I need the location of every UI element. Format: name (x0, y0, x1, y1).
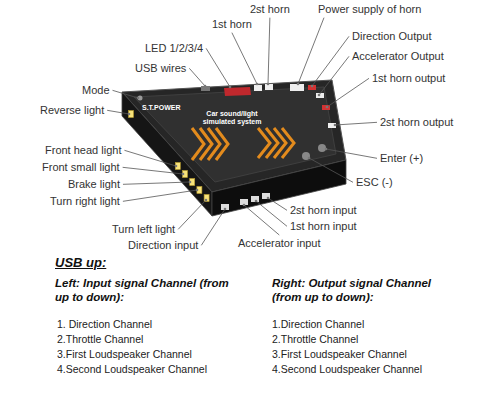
channel-item: 1. Direction Channel (57, 318, 152, 330)
leader-line (178, 200, 206, 229)
led-lights (129, 111, 210, 202)
leader-dot (267, 197, 270, 200)
leader-dot (325, 148, 328, 151)
leader-dot (137, 97, 140, 100)
callout-label: ESC (-) (356, 176, 393, 189)
enter-button (318, 144, 326, 152)
leader-line (123, 190, 197, 201)
column-heading: Left: Input signal Channel (from up to d… (55, 276, 245, 305)
callout-label: 1st horn (212, 18, 252, 31)
leader-line (312, 36, 349, 86)
header-socket (265, 84, 273, 90)
chevron-pattern (192, 128, 294, 160)
channel-item: 4.Second Loudspeaker Channel (272, 363, 422, 375)
leader-dot (297, 83, 300, 86)
leader-dot (175, 165, 178, 168)
leader-dot (196, 189, 199, 192)
callout-label: Brake light (68, 178, 120, 191)
leader-line (201, 209, 225, 245)
leader-dot (243, 204, 246, 207)
leader-line (123, 167, 183, 174)
channel-item: 1.Direction Channel (272, 318, 364, 330)
leader-dot (311, 85, 314, 88)
leader-line (256, 201, 287, 226)
leader-line (335, 122, 377, 125)
led-display (224, 87, 251, 96)
device-print: S.T.POWER (142, 104, 181, 112)
leader-line (268, 198, 287, 210)
callout-label: 1st horn output (372, 72, 445, 85)
callout-label: 2st horn input (290, 204, 357, 217)
leader-line (206, 48, 230, 87)
leader-line (123, 182, 190, 184)
leader-line (326, 149, 377, 158)
leader-dot (229, 86, 232, 89)
leader-line (268, 18, 270, 84)
callout-label: USB wires (135, 62, 186, 75)
leader-line (124, 150, 176, 166)
power-socket (290, 84, 304, 91)
callout-label: Enter (+) (380, 152, 423, 165)
leader-line (232, 33, 257, 84)
callout-label: 1st horn input (290, 220, 357, 233)
channel-item: 3.First Loudspeaker Channel (272, 348, 407, 360)
callout-label: Reverse light (40, 104, 104, 117)
leader-dot (256, 83, 259, 86)
leader-line (107, 110, 129, 114)
callout-label: Turn left light (112, 223, 175, 236)
channel-item: 4.Second Loudspeaker Channel (57, 363, 207, 375)
channel-item: 3.First Loudspeaker Channel (57, 348, 192, 360)
leader-line (244, 205, 279, 235)
callout-label: Direction input (128, 239, 198, 252)
callout-label: Mode (82, 84, 110, 97)
input-connectors (221, 193, 270, 210)
mode-button (138, 96, 143, 101)
device-print: Car sound/light simulated system (201, 110, 263, 127)
callout-label: Front head light (45, 144, 121, 157)
leader-dot (128, 113, 131, 116)
leader-line (298, 18, 324, 84)
leader-dot (326, 106, 329, 109)
leader-dot (255, 200, 258, 203)
callout-label: Turn right light (50, 195, 120, 208)
callout-label: 2st horn output (380, 116, 453, 129)
leader-line (309, 158, 353, 182)
header-socket (254, 85, 262, 91)
leader-dot (334, 124, 337, 127)
leader-line (189, 68, 205, 86)
channel-item: 2.Throttle Channel (272, 333, 358, 345)
header-pin (308, 85, 316, 90)
top-panel (134, 87, 336, 182)
esc-button (302, 152, 310, 160)
leader-line (113, 90, 138, 98)
callout-label: Power supply of horn (318, 3, 421, 16)
leader-dot (182, 173, 185, 176)
column-heading: Right: Output signal Channel (from up to… (272, 276, 462, 305)
callout-label: LED 1/2/3/4 (145, 42, 203, 55)
callout-label: Direction Output (352, 30, 431, 43)
callout-label: Front small light (42, 161, 120, 174)
leader-dot (189, 181, 192, 184)
callout-label: Accelerator input (238, 237, 321, 250)
leader-dot (308, 157, 311, 160)
leader-dot (224, 208, 227, 211)
leader-dot (205, 199, 208, 202)
leader-line (319, 56, 349, 95)
header-pin (328, 123, 336, 128)
leader-dot (318, 94, 321, 97)
leader-line (327, 78, 369, 107)
leader-dot (204, 85, 207, 88)
callout-label: Accelerator Output (352, 50, 444, 63)
section-heading: USB up: (55, 255, 106, 270)
channel-item: 2.Throttle Channel (57, 333, 143, 345)
callout-label: 2st horn (250, 3, 290, 16)
leader-dot (267, 83, 270, 86)
